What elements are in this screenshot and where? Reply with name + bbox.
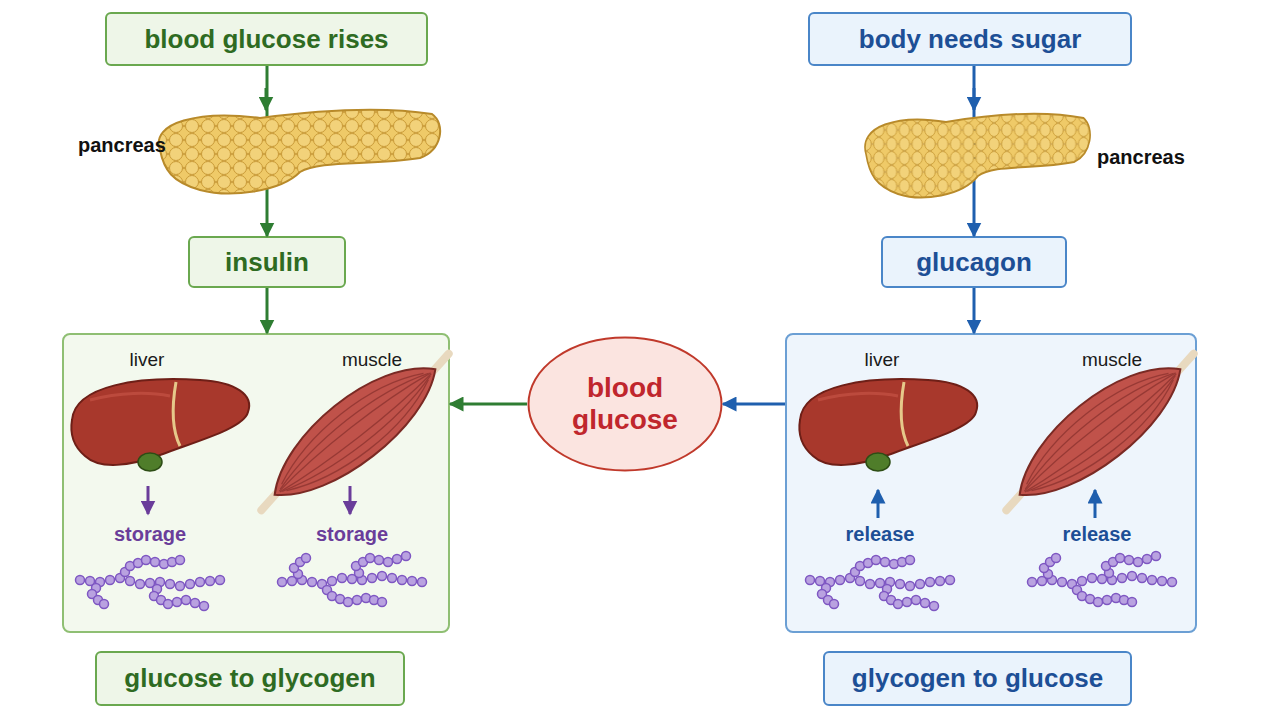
- ellipse-shape: [529, 338, 722, 471]
- trigger-box: body needs sugar: [808, 12, 1132, 66]
- hormone-box: insulin: [188, 236, 346, 288]
- node-label: body needs sugar: [859, 25, 1082, 54]
- pancreas-illustration: [865, 114, 1090, 198]
- node-label: glycogen to glucose: [852, 664, 1103, 693]
- organ-panel: livermusclereleaserelease: [785, 333, 1197, 633]
- blood-glucose-ellipse: blood glucose: [527, 336, 723, 472]
- pancreas-illustration: [159, 110, 440, 194]
- flow-arrow: [973, 66, 976, 236]
- node-label: glucagon: [916, 248, 1032, 277]
- process-label: storage: [50, 523, 250, 546]
- flow-arrow: [266, 288, 269, 333]
- organ-label: liver: [47, 349, 247, 371]
- process-label: storage: [252, 523, 452, 546]
- flow-arrow: [973, 88, 976, 110]
- node-label: blood glucose rises: [144, 25, 388, 54]
- organ-label: muscle: [1012, 349, 1212, 371]
- flow-arrow: [265, 88, 268, 110]
- flow-arrow: [973, 288, 976, 333]
- node-label: insulin: [225, 248, 309, 277]
- node-label: glucose to glycogen: [124, 664, 375, 693]
- process-label: release: [780, 523, 980, 546]
- flow-arrow: [266, 66, 269, 236]
- organ-label: muscle: [272, 349, 472, 371]
- node-label: blood glucose: [555, 372, 695, 436]
- process-box: glycogen to glucose: [823, 651, 1132, 706]
- flow-arrow: [450, 403, 527, 406]
- organ-label: liver: [782, 349, 982, 371]
- hormone-box: glucagon: [881, 236, 1067, 288]
- process-label: release: [997, 523, 1197, 546]
- organ-name: pancreas: [1097, 146, 1185, 169]
- trigger-box: blood glucose rises: [105, 12, 428, 66]
- flow-arrow: [723, 403, 785, 406]
- process-box: glucose to glycogen: [95, 651, 405, 706]
- organ-panel: livermusclestoragestorage: [62, 333, 450, 633]
- organ-name: pancreas: [78, 134, 166, 157]
